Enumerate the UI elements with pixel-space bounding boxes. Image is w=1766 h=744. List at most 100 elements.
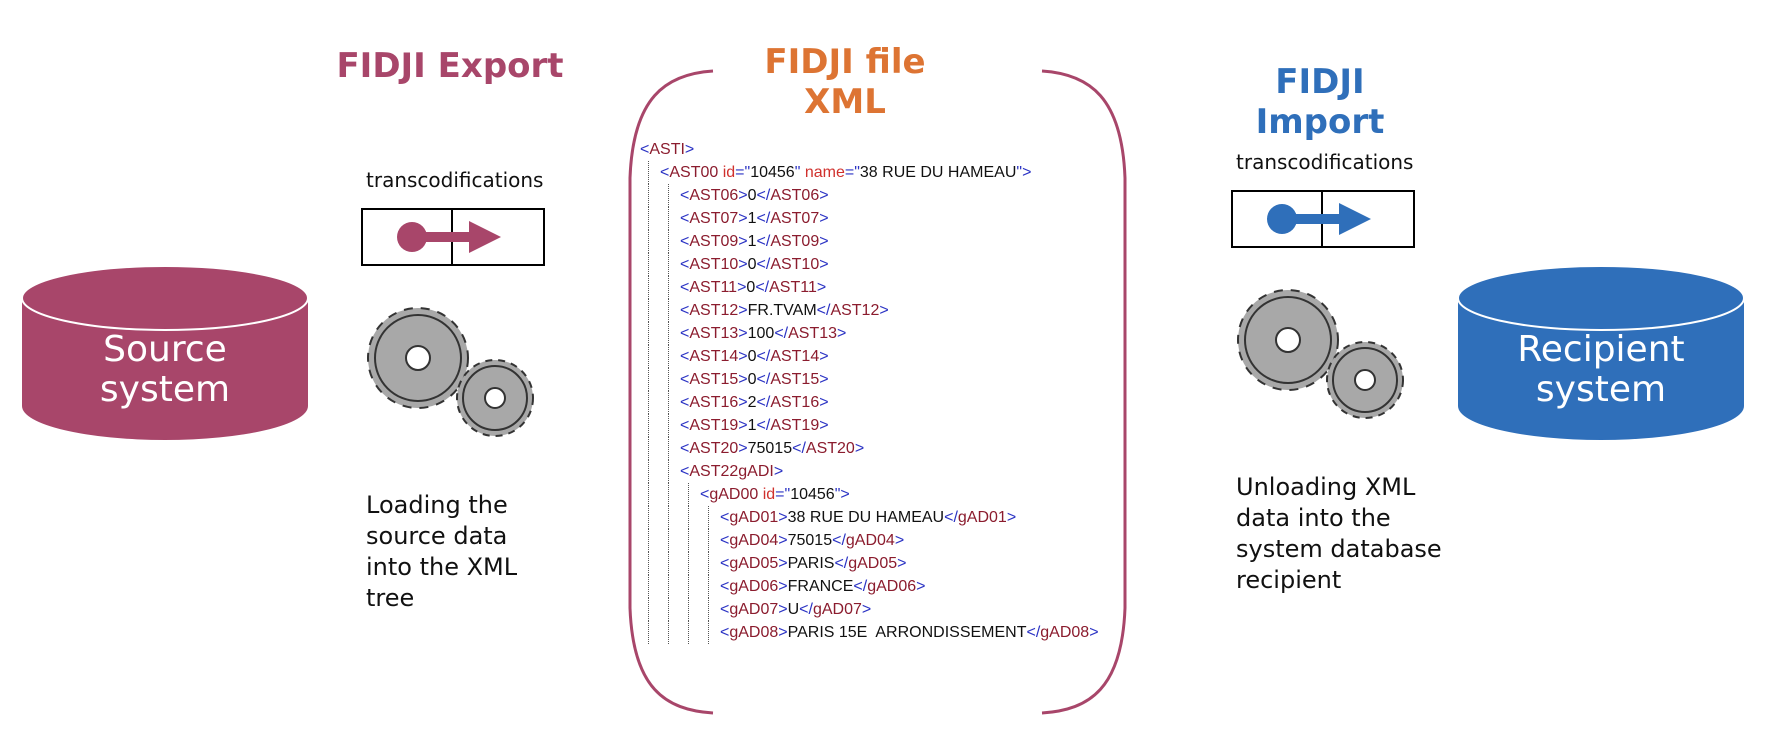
xml-tag-name: AST12 — [689, 302, 739, 319]
xml-bracket: < — [680, 348, 690, 365]
xml-line: <AST20>75015</AST20> — [640, 437, 1130, 460]
xml-line: <AST14>0</AST14> — [640, 345, 1130, 368]
xml-text-value: 100 — [747, 325, 775, 342]
xml-tag-name: AST06 — [770, 187, 820, 204]
indent-guide — [708, 598, 709, 621]
indent-guide — [648, 506, 649, 529]
indent-guide — [668, 345, 669, 368]
xml-bracket: < — [700, 486, 710, 503]
xml-file-title: FIDJI file XML — [745, 42, 945, 122]
xml-bracket: < — [720, 601, 730, 618]
xml-bracket: </ — [756, 256, 771, 273]
xml-bracket: </ — [799, 601, 813, 618]
xml-bracket: > — [737, 279, 747, 296]
indent-guide — [668, 184, 669, 207]
xml-bracket: < — [680, 279, 690, 296]
xml-bracket: < — [720, 624, 730, 641]
xml-bracket: < — [660, 164, 670, 181]
xml-line: <gAD04>75015</gAD04> — [640, 529, 1130, 552]
xml-bracket: > — [778, 509, 788, 526]
xml-bracket: < — [680, 440, 690, 457]
xml-bracket: > — [879, 302, 889, 319]
indent-guide — [668, 391, 669, 414]
indent-guide — [648, 460, 649, 483]
xml-bracket: < — [640, 141, 650, 158]
export-description: Loading the source data into the XML tre… — [366, 490, 566, 614]
indent-guide — [648, 161, 649, 184]
import-transcodifications-label: transcodifications — [1236, 150, 1414, 174]
xml-text-value: FRANCE — [787, 578, 854, 595]
xml-line: <AST10>0</AST10> — [640, 253, 1130, 276]
xml-text-value: 0 — [747, 371, 757, 388]
xml-bracket: </ — [834, 555, 849, 572]
indent-guide — [648, 391, 649, 414]
xml-bracket: < — [680, 302, 690, 319]
xml-bracket: > — [819, 233, 829, 250]
xml-tag-name: gAD00 — [709, 486, 759, 503]
recipient-system-label-line1: Recipient — [1517, 329, 1685, 370]
indent-guide — [648, 299, 649, 322]
xml-line: <gAD05>PARIS</gAD05> — [640, 552, 1130, 575]
export-transcode-box — [361, 208, 545, 272]
xml-bracket: </ — [756, 394, 771, 411]
xml-attr-name: id — [762, 486, 776, 503]
indent-guide — [688, 621, 689, 644]
indent-guide — [708, 575, 709, 598]
xml-tag-name: AST20 — [689, 440, 739, 457]
xml-bracket: </ — [1026, 624, 1041, 641]
indent-guide — [708, 506, 709, 529]
xml-tag-name: gAD07 — [729, 601, 779, 618]
xml-bracket: " — [834, 486, 841, 503]
xml-text-value: PARIS 15E ARRONDISSEMENT — [787, 624, 1027, 641]
xml-bracket: < — [680, 256, 690, 273]
indent-guide — [648, 437, 649, 460]
xml-bracket: > — [773, 463, 784, 480]
xml-bracket: > — [684, 141, 695, 158]
export-transcodifications-label: transcodifications — [366, 168, 544, 192]
indent-guide — [668, 506, 669, 529]
xml-bracket: > — [778, 601, 788, 618]
source-system-label-line2: system — [99, 369, 231, 410]
indent-guide — [688, 506, 689, 529]
xml-bracket: > — [840, 486, 850, 503]
indent-guide — [668, 437, 669, 460]
xml-text-value: 1 — [747, 233, 757, 250]
arrow-right-icon — [1231, 190, 1415, 248]
xml-bracket: < — [680, 210, 690, 227]
indent-guide — [648, 552, 649, 575]
xml-bracket: < — [680, 325, 690, 342]
import-transcode-box — [1231, 190, 1415, 254]
xml-text-value: 38 RUE DU HAMEAU — [787, 509, 945, 526]
xml-tag-name: gAD08 — [729, 624, 779, 641]
indent-guide — [648, 322, 649, 345]
xml-tag-name: gAD01 — [729, 509, 779, 526]
xml-bracket: < — [680, 371, 690, 388]
xml-tag-name: AST14 — [770, 348, 820, 365]
xml-attr-name: name — [804, 164, 845, 181]
xml-tag-name: gAD05 — [729, 555, 779, 572]
indent-guide — [648, 184, 649, 207]
xml-bracket: < — [720, 509, 730, 526]
xml-tag-name: gAD01 — [957, 509, 1007, 526]
export-description-line: tree — [366, 584, 415, 612]
xml-bracket: </ — [792, 440, 806, 457]
xml-bracket: </ — [774, 325, 789, 342]
xml-tag-name: AST11 — [689, 279, 738, 296]
indent-guide — [668, 414, 669, 437]
source-system-label-line1: Source — [103, 329, 227, 370]
xml-tag-name: AST07 — [770, 210, 820, 227]
xml-bracket: </ — [756, 348, 771, 365]
xml-bracket: " — [794, 164, 801, 181]
indent-guide — [688, 529, 689, 552]
xml-tag-name: AST20 — [805, 440, 855, 457]
import-gears — [1230, 282, 1420, 436]
xml-bracket: =" — [735, 164, 751, 181]
indent-guide — [668, 552, 669, 575]
xml-bracket: > — [916, 578, 926, 595]
xml-bracket: </ — [756, 417, 771, 434]
xml-line: <AST07>1</AST07> — [640, 207, 1130, 230]
xml-bracket: </ — [756, 210, 771, 227]
xml-bracket: > — [819, 187, 829, 204]
xml-bracket: < — [720, 532, 730, 549]
xml-bracket: > — [778, 624, 788, 641]
